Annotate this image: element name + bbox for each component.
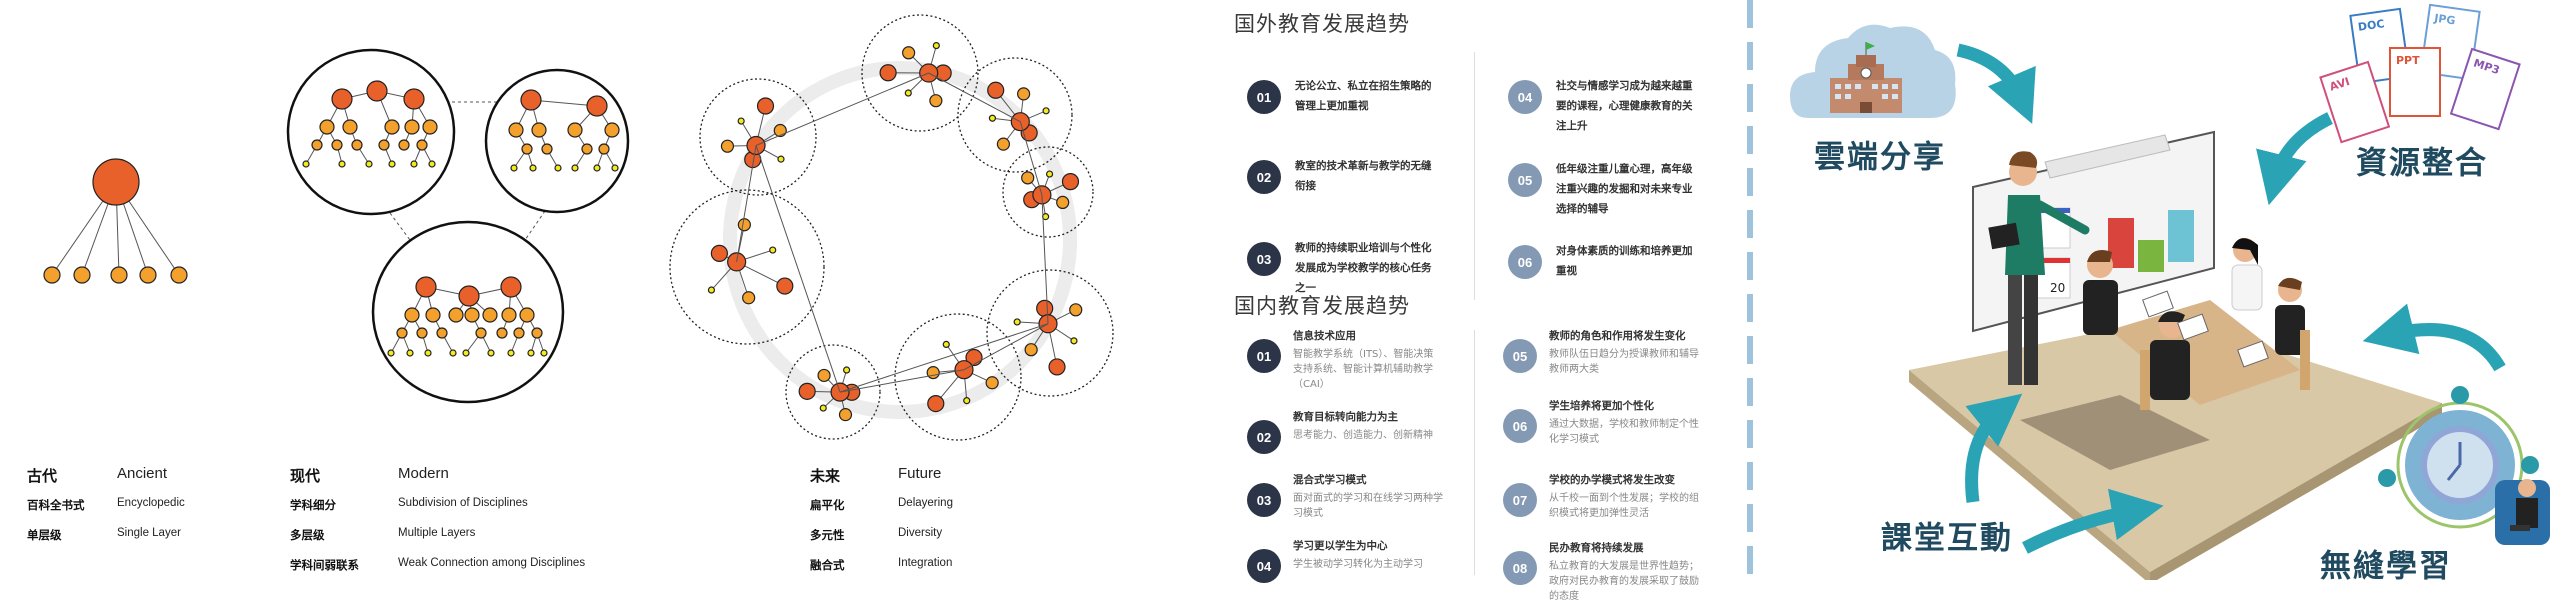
board-score: 20 [2050,281,2065,295]
arrow-cloud-to-classroom [1958,50,2022,100]
cloud-school-icon [1790,25,1956,118]
home-pin-icon [2521,456,2539,474]
label-resource-integration: 資源整合 [2356,138,2488,183]
file-type-label: PPT [2396,54,2420,67]
file-icon-ppt: PPT [2390,48,2440,116]
arrow-seamless-to-classroom [2388,330,2500,368]
library-pin-icon [2451,386,2469,404]
label-classroom-interaction: 課堂互動 [1881,513,2013,558]
label-seamless-learning: 無縫學習 [2320,541,2452,586]
car-pin-icon [2378,469,2396,487]
label-cloud-sharing: 雲端分享 [1814,132,1946,177]
laptop-icon [2510,525,2530,531]
arrow-resources-to-classroom [2275,118,2330,180]
